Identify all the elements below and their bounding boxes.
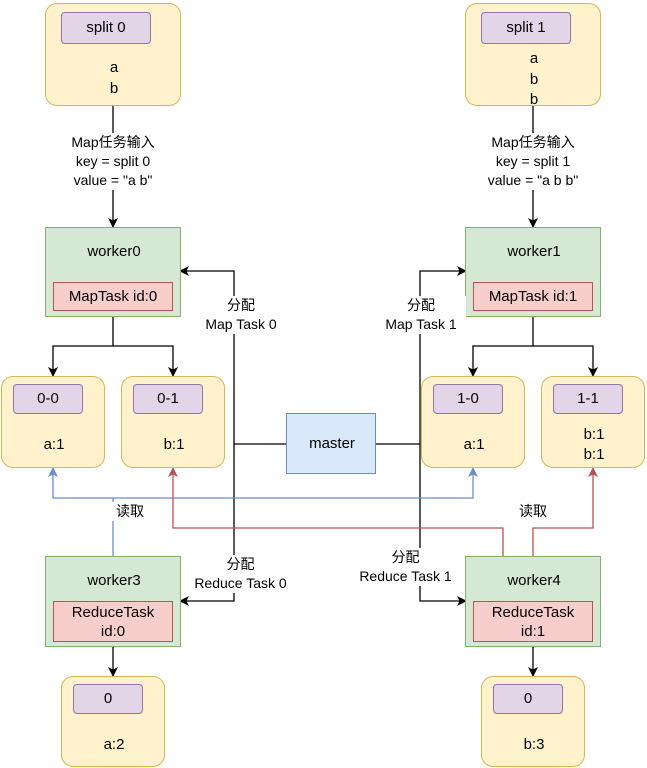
worker1-node[interactable]: worker1 MapTask id:1	[465, 227, 601, 317]
read-label-left: 读取	[110, 502, 150, 521]
read-label-right: 读取	[513, 502, 553, 521]
worker3-node[interactable]: worker3 ReduceTask id:0	[45, 556, 181, 647]
worker1-name: worker1	[507, 243, 561, 260]
assign-map-1-label: 分配 Map Task 1	[376, 296, 466, 334]
split-0-title: split 0	[61, 12, 151, 44]
split-1-line-2: b	[529, 71, 539, 88]
intermediate-1-0-line-1: a:1	[463, 436, 485, 453]
intermediate-1-1-node[interactable]: 1-1 b:1 b:1	[541, 376, 645, 468]
split-0-node[interactable]: split 0 a b	[45, 3, 181, 106]
worker1-task: MapTask id:1	[473, 282, 593, 311]
master-assign-map1-arrow	[376, 266, 467, 445]
split-1-line-1: a	[529, 50, 539, 67]
master-assign-map0-arrow	[179, 266, 286, 445]
master-node[interactable]: master	[286, 413, 376, 474]
assign-reduce-0-label: 分配 Reduce Task 0	[183, 555, 298, 593]
master-assign-reduce0-arrow	[179, 444, 235, 606]
split-1-node[interactable]: split 1 a b b	[465, 3, 601, 108]
worker4-node[interactable]: worker4 ReduceTask id:1	[465, 556, 601, 647]
split-0-line-1: a	[109, 59, 119, 76]
output-0-title: 0	[73, 684, 143, 714]
map-input-1-label: Map任务输入 key = split 1 value = "a b b"	[468, 133, 598, 190]
output-0-node[interactable]: 0 a:2	[61, 676, 165, 767]
worker3-task: ReduceTask id:0	[53, 601, 173, 642]
intermediate-1-1-line-1: b:1	[583, 426, 605, 443]
output-1-node[interactable]: 0 b:3	[481, 676, 585, 767]
split-1-title: split 1	[481, 12, 571, 44]
worker4-name: worker4	[507, 572, 561, 589]
assign-map-0-label: 分配 Map Task 0	[196, 296, 286, 334]
split-1-line-3: b	[529, 91, 539, 108]
worker0-name: worker0	[87, 243, 141, 260]
intermediate-0-0-line-1: a:1	[43, 436, 65, 453]
read-0-0-arrow	[48, 467, 114, 556]
intermediate-1-0-title: 1-0	[433, 384, 503, 414]
intermediate-0-0-title: 0-0	[13, 384, 83, 414]
intermediate-1-1-line-2: b:1	[583, 446, 605, 463]
output-1-title: 0	[493, 684, 563, 714]
intermediate-0-1-title: 0-1	[133, 384, 203, 414]
worker1-to-1-0-arrow	[468, 317, 534, 377]
read-1-0-arrow	[113, 467, 478, 499]
intermediate-0-1-node[interactable]: 0-1 b:1	[121, 376, 225, 468]
worker0-task: MapTask id:0	[53, 282, 173, 311]
intermediate-0-0-node[interactable]: 0-0 a:1	[1, 376, 105, 468]
worker0-to-0-1-arrow	[113, 345, 178, 377]
output-0-line-1: a:2	[103, 736, 125, 753]
master-assign-reduce1-arrow	[419, 444, 467, 606]
worker1-to-1-1-arrow	[533, 345, 598, 377]
assign-reduce-1-label: 分配 Reduce Task 1	[348, 548, 463, 586]
worker3-name: worker3	[87, 572, 141, 589]
read-0-1-arrow	[168, 467, 504, 556]
intermediate-1-1-title: 1-1	[553, 384, 623, 414]
worker0-node[interactable]: worker0 MapTask id:0	[45, 227, 181, 317]
split-0-line-2: b	[109, 80, 119, 97]
map-input-0-label: Map任务输入 key = split 0 value = "a b"	[53, 133, 173, 190]
output-1-line-1: b:3	[523, 736, 545, 753]
intermediate-0-1-line-1: b:1	[163, 436, 185, 453]
worker4-task: ReduceTask id:1	[473, 601, 593, 642]
worker0-to-0-0-arrow	[48, 317, 114, 377]
intermediate-1-0-node[interactable]: 1-0 a:1	[421, 376, 525, 468]
read-1-1-arrow	[532, 467, 598, 556]
master-label: master	[309, 435, 355, 452]
